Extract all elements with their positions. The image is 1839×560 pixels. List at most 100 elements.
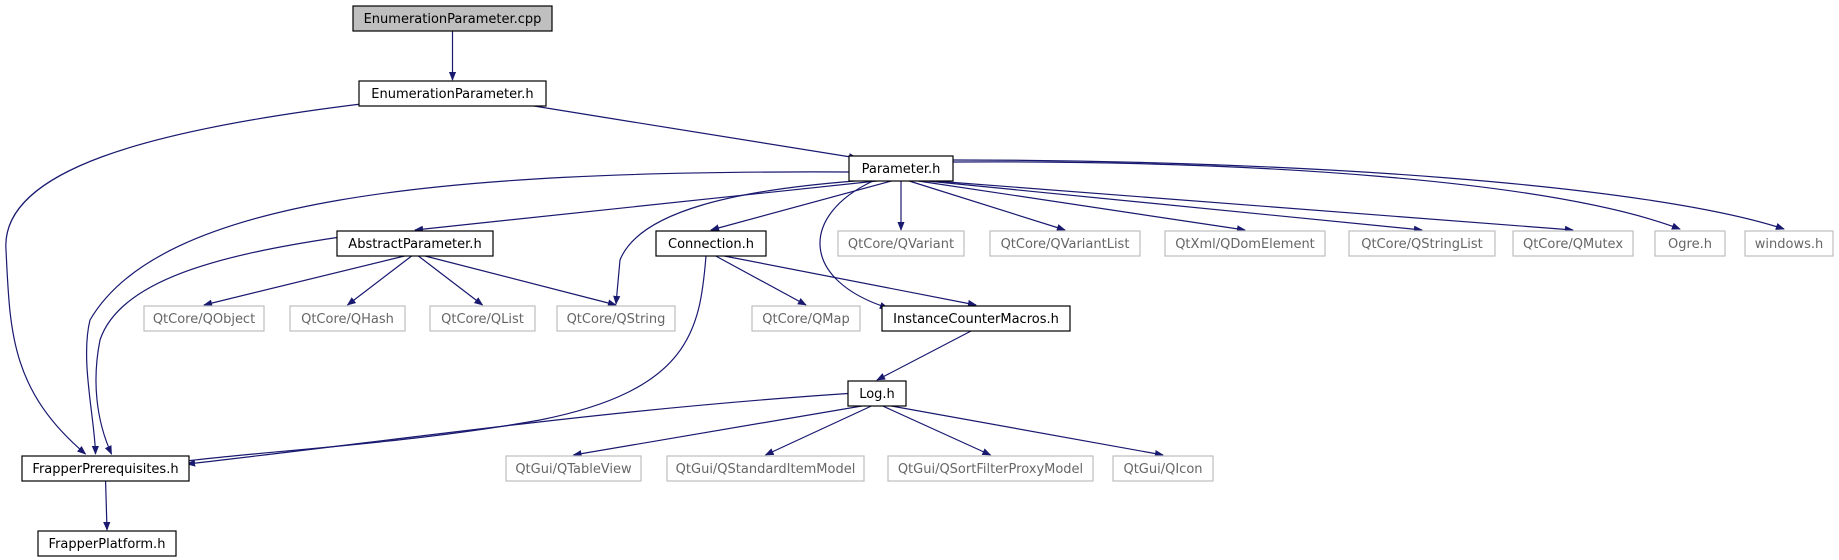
node-box xyxy=(887,455,1094,482)
edge-param_h-to-qstring xyxy=(613,180,856,305)
edge-param_h-to-icm_h xyxy=(819,180,889,309)
node-ogre: Ogre.h xyxy=(1654,230,1726,257)
edge xyxy=(613,180,856,305)
edge xyxy=(724,255,977,307)
node-label: Log.h xyxy=(859,387,895,402)
node-box xyxy=(37,530,177,557)
node-qsfpm: QtGui/QSortFilterProxyModel xyxy=(887,455,1094,482)
edge-param_h-to-ogre xyxy=(952,161,1681,230)
node-label: QtCore/QHash xyxy=(301,312,394,327)
node-label: Ogre.h xyxy=(1668,237,1712,252)
edge xyxy=(95,236,338,455)
edge-param_h-to-qstringlist xyxy=(926,180,1423,233)
node-qsim: QtGui/QStandardItemModel xyxy=(666,455,865,482)
node-param_h[interactable]: Parameter.h xyxy=(848,155,954,182)
node-qicon: QtGui/QIcon xyxy=(1112,455,1214,482)
edge xyxy=(103,480,111,531)
edge-log_h-to-fp_h xyxy=(186,392,849,467)
node-label: FrapperPlatform.h xyxy=(49,537,166,552)
node-fp_h[interactable]: FrapperPrerequisites.h xyxy=(21,455,190,482)
node-box xyxy=(21,455,190,482)
node-icm_h[interactable]: InstanceCounterMacros.h xyxy=(881,305,1071,332)
edge-log_h-to-qsim xyxy=(764,405,872,456)
edge-fp_h-to-fplat_h xyxy=(103,480,111,531)
node-box xyxy=(429,305,536,332)
edge xyxy=(5,103,362,455)
node-qtableview: QtGui/QTableView xyxy=(505,455,642,482)
edge xyxy=(424,255,617,307)
edge-param_h-to-qvariantlist xyxy=(909,180,1066,232)
edge xyxy=(178,255,707,465)
node-qobject: QtCore/QObject xyxy=(143,305,265,332)
edge xyxy=(715,255,807,306)
edge xyxy=(926,180,1423,233)
edge-ep_h-to-param_h xyxy=(533,105,858,161)
edge xyxy=(572,405,862,458)
edge-abs_h-to-qobject xyxy=(203,255,405,307)
node-fplat_h[interactable]: FrapperPlatform.h xyxy=(37,530,177,557)
node-box xyxy=(848,155,954,182)
edge-log_h-to-qtableview xyxy=(572,405,862,458)
edge xyxy=(346,255,412,306)
edge-layer xyxy=(5,31,1785,531)
node-label: AbstractParameter.h xyxy=(348,237,481,252)
node-log_h[interactable]: Log.h xyxy=(847,380,907,407)
node-box xyxy=(1744,230,1834,257)
node-label: QtCore/QVariantList xyxy=(1001,237,1130,252)
node-ep_h[interactable]: EnumerationParameter.h xyxy=(358,80,547,107)
edge-conn_h-to-icm_h xyxy=(724,255,977,307)
edge-param_h-to-conn_h xyxy=(710,180,892,232)
node-ep_cpp[interactable]: EnumerationParameter.cpp xyxy=(352,5,553,32)
node-label: QtCore/QString xyxy=(567,312,666,327)
edge-ep_h-to-fp_h xyxy=(5,103,362,455)
node-label: QtGui/QStandardItemModel xyxy=(676,462,856,477)
edge xyxy=(918,180,1246,233)
edge xyxy=(882,405,992,456)
node-label: QtCore/QVariant xyxy=(848,237,954,252)
edge-log_h-to-qsfpm xyxy=(882,405,992,456)
node-box xyxy=(289,305,406,332)
edge xyxy=(418,255,484,306)
node-abs_h[interactable]: AbstractParameter.h xyxy=(336,230,494,257)
edge xyxy=(876,330,972,381)
node-qvariantlist: QtCore/QVariantList xyxy=(989,230,1141,257)
node-qhash: QtCore/QHash xyxy=(289,305,406,332)
edge-conn_h-to-fp_h xyxy=(178,255,707,465)
node-qlist: QtCore/QList xyxy=(429,305,536,332)
node-label: QtCore/QList xyxy=(441,312,524,327)
node-box xyxy=(655,230,767,257)
edge xyxy=(952,159,1785,230)
node-box xyxy=(837,230,965,257)
node-label: Parameter.h xyxy=(862,162,941,177)
node-box xyxy=(556,305,676,332)
node-box xyxy=(1164,230,1326,257)
node-box xyxy=(1112,455,1214,482)
node-box xyxy=(847,380,907,407)
node-box xyxy=(352,5,553,32)
node-label: QtCore/QMap xyxy=(762,312,849,327)
edge-abs_h-to-qstring xyxy=(424,255,617,307)
node-qmap: QtCore/QMap xyxy=(751,305,861,332)
node-qstringlist: QtCore/QStringList xyxy=(1348,230,1496,257)
edge-conn_h-to-qmap xyxy=(715,255,807,306)
edge-log_h-to-qicon xyxy=(891,405,1164,458)
node-qdom: QtXml/QDomElement xyxy=(1164,230,1326,257)
node-box xyxy=(751,305,861,332)
node-label: FrapperPrerequisites.h xyxy=(32,462,178,477)
node-box xyxy=(336,230,494,257)
edge xyxy=(764,405,872,456)
node-conn_h[interactable]: Connection.h xyxy=(655,230,767,257)
node-label: InstanceCounterMacros.h xyxy=(893,312,1059,327)
edge-param_h-to-qmutex xyxy=(934,180,1574,233)
node-label: QtXml/QDomElement xyxy=(1175,237,1315,252)
node-qmutex: QtCore/QMutex xyxy=(1512,230,1634,257)
node-box xyxy=(989,230,1141,257)
node-label: QtGui/QSortFilterProxyModel xyxy=(898,462,1083,477)
edge-icm_h-to-log_h xyxy=(876,330,972,381)
edge-param_h-to-qdom xyxy=(918,180,1246,233)
node-box xyxy=(881,305,1071,332)
node-label: windows.h xyxy=(1755,237,1823,252)
edge-param_h-to-abs_h xyxy=(414,180,877,233)
node-box xyxy=(666,455,865,482)
